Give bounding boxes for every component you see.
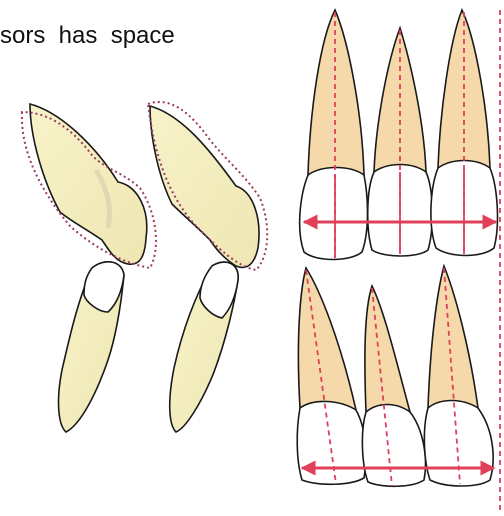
profile-pair-right (148, 102, 267, 432)
upper-tooth-1-crown (300, 168, 368, 260)
profile-pair-left (22, 104, 156, 432)
lower-tooth-1-crown (297, 401, 366, 484)
upper-front-teeth (300, 10, 498, 260)
upper-incisor-right (150, 106, 259, 267)
upper-incisor-left (30, 104, 147, 264)
lower-tooth-3-crown (424, 401, 493, 487)
lower-tooth-1-root (298, 268, 356, 410)
lower-tooth-2-root (365, 286, 410, 412)
upper-tooth-1-root (308, 10, 364, 175)
lower-front-teeth (297, 266, 494, 486)
lower-tooth-2-crown (362, 405, 425, 487)
